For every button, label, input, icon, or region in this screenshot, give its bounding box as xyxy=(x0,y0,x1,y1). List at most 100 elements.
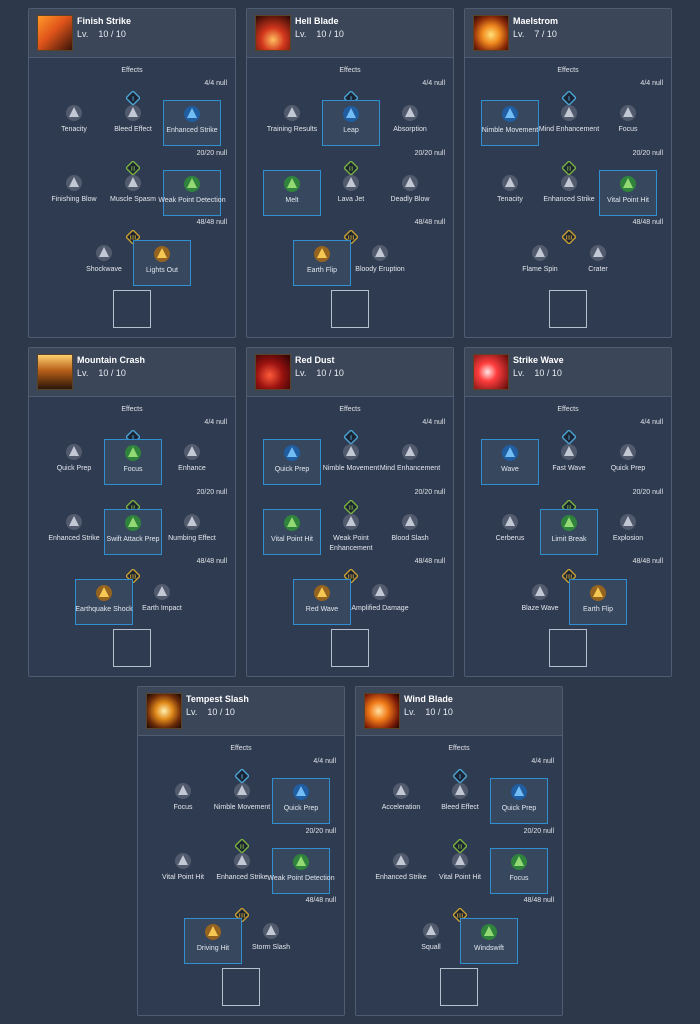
tripod-node[interactable]: Vital Point Hit xyxy=(431,848,489,894)
tripod-node[interactable]: Fast Wave xyxy=(540,439,598,485)
tripod-node[interactable]: Crater xyxy=(569,240,627,286)
svg-text:III: III xyxy=(565,236,573,242)
strike-wave-icon[interactable] xyxy=(473,354,509,390)
nimble-movement-icon xyxy=(341,442,361,462)
skill-name: Finish Strike xyxy=(77,16,132,26)
finish-strike-icon[interactable] xyxy=(37,15,73,51)
tripod-node[interactable]: Nimble Movement xyxy=(213,778,271,824)
tripod-node[interactable]: Weak Point Detection xyxy=(158,170,226,216)
tripod-node[interactable]: Focus xyxy=(490,848,548,894)
focus-icon xyxy=(618,103,638,123)
tripod-node[interactable]: Storm Slash xyxy=(242,918,300,964)
tripod-node[interactable]: Blaze Wave xyxy=(511,579,569,625)
tripod-node[interactable]: Quick Prep xyxy=(45,439,103,485)
tripod-node[interactable]: Amplified Damage xyxy=(351,579,409,625)
tripod-node[interactable]: Tenacity xyxy=(45,100,103,146)
rune-slot[interactable] xyxy=(331,290,369,328)
red-dust-icon[interactable] xyxy=(255,354,291,390)
tripod-node[interactable]: Cerberus xyxy=(481,509,539,555)
tripod-node-label: Limit Break xyxy=(551,536,587,543)
rune-slot[interactable] xyxy=(440,968,478,1006)
tripod-node[interactable]: Enhanced Strike xyxy=(540,170,598,216)
weak-point-detection-icon xyxy=(291,852,311,872)
tripod-node[interactable]: Mind Enhancement xyxy=(539,100,599,146)
tripod-node[interactable]: Absorption xyxy=(381,100,439,146)
rune-slot[interactable] xyxy=(222,968,260,1006)
rune-slot[interactable] xyxy=(549,629,587,667)
tripod-node[interactable]: Quick Prep xyxy=(263,439,321,485)
tripod-node[interactable]: Flame Spin xyxy=(511,240,569,286)
tripod-node[interactable]: Windswift xyxy=(460,918,518,964)
maelstrom-icon[interactable] xyxy=(473,15,509,51)
tripod-node[interactable]: Enhanced Strike xyxy=(372,848,430,894)
tripod-node-label: Focus xyxy=(618,126,638,133)
tripod-node[interactable]: Vital Point Hit xyxy=(263,509,321,555)
tripod-node[interactable]: Lights Out xyxy=(133,240,191,286)
tripod-node[interactable]: Earth Flip xyxy=(293,240,351,286)
tripod-node[interactable]: Bloody Eruption xyxy=(351,240,409,286)
tripod-node[interactable]: Training Results xyxy=(263,100,321,146)
tripod-node[interactable]: Vital Point Hit xyxy=(599,170,657,216)
tripod-node[interactable]: Numbing Effect xyxy=(163,509,221,555)
tripod-node[interactable]: Muscle Spasm xyxy=(104,170,162,216)
tripod-node[interactable]: Focus xyxy=(599,100,657,146)
tripod-node[interactable]: Swift Attack Prep xyxy=(104,509,162,555)
tripod-node[interactable]: Enhance xyxy=(163,439,221,485)
mountain-crash-icon[interactable] xyxy=(37,354,73,390)
tripod-node[interactable]: Nimble Movement xyxy=(322,439,380,485)
tripod-node[interactable]: Squall xyxy=(402,918,460,964)
tripod-node[interactable]: Quick Prep xyxy=(272,778,330,824)
tripod-node[interactable]: Explosion xyxy=(599,509,657,555)
squall-icon xyxy=(421,921,441,941)
tripod-node[interactable]: Enhanced Strike xyxy=(45,509,103,555)
tripod-node[interactable]: Enhanced Strike xyxy=(163,100,221,146)
tripod-node[interactable]: Earthquake Shock xyxy=(75,579,133,625)
tripod-node[interactable]: Earth Impact xyxy=(133,579,191,625)
tripod-node[interactable]: Limit Break xyxy=(540,509,598,555)
tripod-node[interactable]: Finishing Blow xyxy=(45,170,103,216)
tempest-slash-icon[interactable] xyxy=(146,693,182,729)
skill-level: Lv. 10 / 10 xyxy=(77,368,126,378)
tripod-node[interactable]: Nimble Movement xyxy=(481,100,539,146)
tripod-node[interactable]: Weak Point Enhancement xyxy=(322,509,380,555)
rune-slot[interactable] xyxy=(331,629,369,667)
tripod-node-label: Mind Enhancement xyxy=(379,465,441,472)
tripod-node[interactable]: Mind Enhancement xyxy=(380,439,440,485)
rune-slot[interactable] xyxy=(549,290,587,328)
tier-points-label: 4/4 null xyxy=(531,758,554,765)
tripod-node-label: Blood Slash xyxy=(391,535,429,542)
tripod-node[interactable]: Lava Jet xyxy=(322,170,380,216)
tripod-node[interactable]: Earth Flip xyxy=(569,579,627,625)
tripod-node[interactable]: Blood Slash xyxy=(381,509,439,555)
tripod-node[interactable]: Vital Point Hit xyxy=(154,848,212,894)
tripod-node[interactable]: Red Wave xyxy=(293,579,351,625)
tripod-node[interactable]: Weak Point Detection xyxy=(267,848,335,894)
tripod-node[interactable]: Bleed Effect xyxy=(431,778,489,824)
tripod-node[interactable]: Focus xyxy=(154,778,212,824)
svg-text:III: III xyxy=(238,914,246,920)
tripod-node[interactable]: Acceleration xyxy=(372,778,430,824)
tripod-node[interactable]: Driving Hit xyxy=(184,918,242,964)
tripod-node[interactable]: Bleed Effect xyxy=(104,100,162,146)
tripod-node[interactable]: Quick Prep xyxy=(599,439,657,485)
tripod-node[interactable]: Shockwave xyxy=(75,240,133,286)
tripod-node-label: Earth Flip xyxy=(307,267,337,274)
rune-slot[interactable] xyxy=(113,629,151,667)
tripod-node[interactable]: Leap xyxy=(322,100,380,146)
tripod-node[interactable]: Quick Prep xyxy=(490,778,548,824)
tripod-node-label: Lights Out xyxy=(146,267,178,274)
effects-title: Effects xyxy=(121,67,143,74)
rune-slot[interactable] xyxy=(113,290,151,328)
tripod-node[interactable]: Wave xyxy=(481,439,539,485)
tripod-node[interactable]: Enhanced Strike xyxy=(213,848,271,894)
tripod-node[interactable]: Deadly Blow xyxy=(381,170,439,216)
wind-blade-icon[interactable] xyxy=(364,693,400,729)
skill-name: Mountain Crash xyxy=(77,355,146,365)
tripod-node[interactable]: Melt xyxy=(263,170,321,216)
tier-points-label: 48/48 null xyxy=(414,558,445,565)
tripod-node[interactable]: Tenacity xyxy=(481,170,539,216)
enhanced-strike-icon xyxy=(559,173,579,193)
hell-blade-icon[interactable] xyxy=(255,15,291,51)
tripod-node[interactable]: Focus xyxy=(104,439,162,485)
